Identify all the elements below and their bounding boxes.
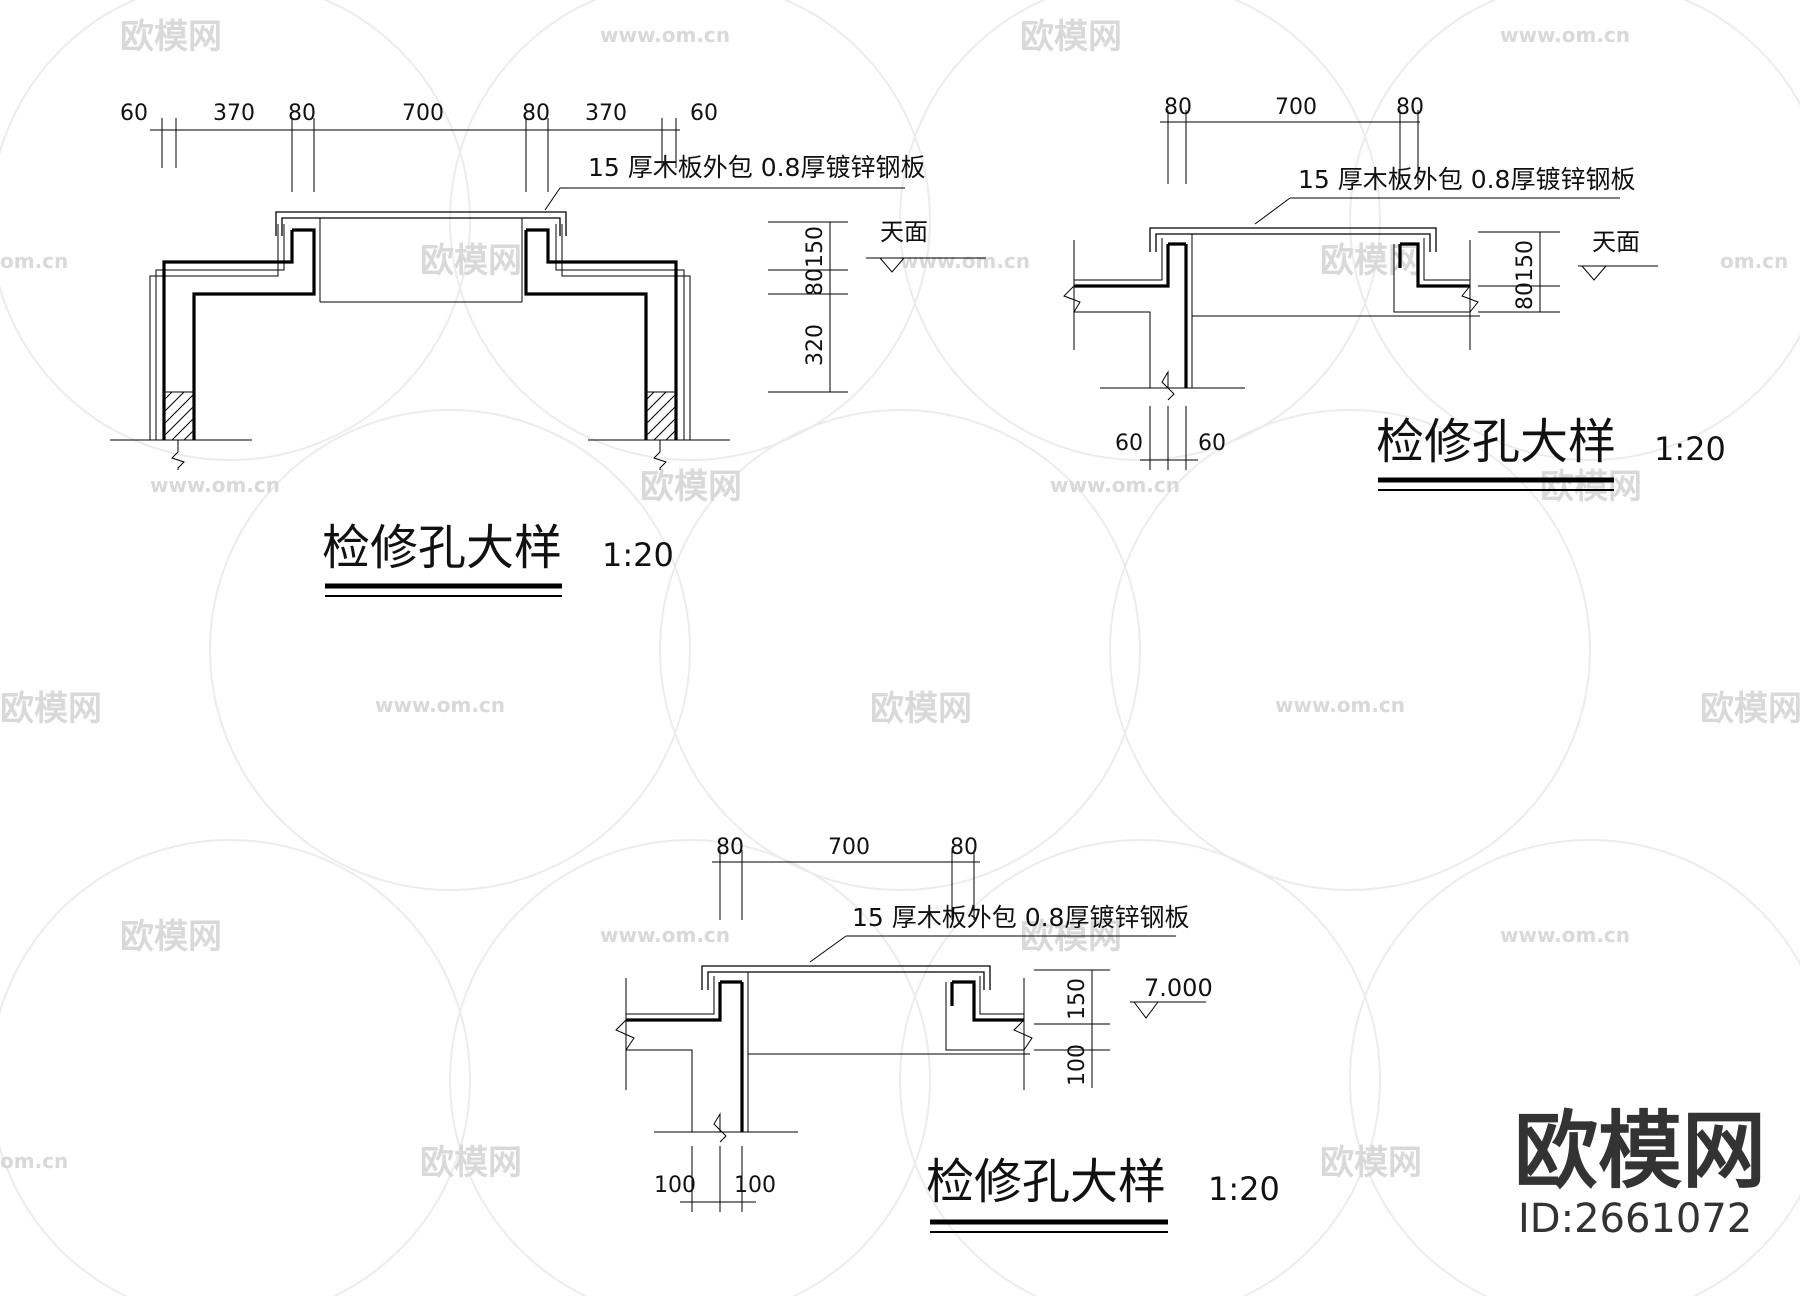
brand-block: 欧模网 ID:2661072 — [1514, 1102, 1766, 1242]
dim-label: 60 — [1198, 431, 1226, 456]
dim-label: 700 — [402, 101, 444, 126]
dim-label: 150 — [1513, 240, 1538, 282]
watermark-brand: 欧模网 — [1540, 467, 1642, 507]
watermark-short: om.cn — [0, 249, 68, 273]
watermark-site: www.om.cn — [600, 23, 730, 47]
dim-label: 150 — [803, 226, 828, 268]
watermark-site: www.om.cn — [375, 693, 505, 717]
detail-2-top-dimensions: 80 700 80 — [1160, 95, 1424, 184]
watermark-brand: 欧模网 — [1020, 917, 1122, 957]
dim-label: 80 — [1164, 95, 1192, 120]
detail-1-title-block: 检修孔大样 1:20 — [322, 520, 674, 597]
watermark-brand: 欧模网 — [420, 1143, 522, 1183]
detail-1-side-dimensions: 150 80 320 — [768, 221, 848, 393]
detail-1-section — [110, 211, 730, 470]
watermark-brand: 欧模网 — [1320, 241, 1422, 281]
dim-label: 100 — [654, 1173, 696, 1198]
watermark-short: om.cn — [0, 1149, 68, 1173]
detail-3-bottom-dimensions: 100 100 — [654, 1146, 776, 1212]
dim-label: 60 — [120, 101, 148, 126]
watermark-site: www.om.cn — [1500, 23, 1630, 47]
dim-label: 80 — [522, 101, 550, 126]
detail-3-note: 15 厚木板外包 0.8厚镀锌钢板 — [809, 903, 1189, 963]
dim-label: 370 — [213, 101, 255, 126]
dim-label: 80 — [288, 101, 316, 126]
watermark-short: om.cn — [1720, 249, 1788, 273]
detail-2-note: 15 厚木板外包 0.8厚镀锌钢板 — [1254, 165, 1635, 225]
detail-title: 检修孔大样 — [1376, 414, 1616, 470]
level-label: 天面 — [880, 218, 928, 246]
detail-scale: 1:20 — [602, 536, 674, 574]
dim-label: 700 — [1275, 95, 1317, 120]
watermark-brand: 欧模网 — [1320, 1143, 1422, 1183]
dim-label: 80 — [716, 835, 744, 860]
watermark-brand: 欧模网 — [120, 917, 222, 957]
dim-label: 60 — [1115, 431, 1143, 456]
detail-3-title-block: 检修孔大样 1:20 — [926, 1154, 1280, 1233]
watermark-site: www.om.cn — [1500, 923, 1630, 947]
dim-label: 80 — [950, 835, 978, 860]
detail-3-level-mark: 7.000 — [1130, 974, 1213, 1019]
watermark-brand: 欧模网 — [120, 17, 222, 57]
detail-title: 检修孔大样 — [926, 1154, 1166, 1210]
watermark-site: www.om.cn — [1050, 473, 1180, 497]
level-label: 天面 — [1592, 228, 1640, 256]
detail-2: 80 700 80 15 厚木板外包 0.8厚镀锌钢板 — [1063, 95, 1726, 491]
detail-2-title-block: 检修孔大样 1:20 — [1376, 414, 1726, 491]
dim-label: 80 — [1396, 95, 1424, 120]
watermark-site: www.om.cn — [150, 473, 280, 497]
dim-label: 100 — [734, 1173, 776, 1198]
detail-3-side-dimensions: 150 100 — [1034, 969, 1110, 1088]
watermark-brand: 欧模网 — [870, 689, 972, 729]
watermark-site: www.om.cn — [600, 923, 730, 947]
dim-label: 370 — [585, 101, 627, 126]
level-label: 7.000 — [1144, 974, 1213, 1002]
dim-label: 60 — [690, 101, 718, 126]
material-note: 15 厚木板外包 0.8厚镀锌钢板 — [1298, 165, 1635, 194]
brand-logo-text: 欧模网 — [1514, 1102, 1766, 1200]
watermark-brand: 欧模网 — [0, 689, 102, 729]
watermark-brand: 欧模网 — [420, 241, 522, 281]
brand-id: ID:2661072 — [1518, 1196, 1752, 1242]
dim-label: 80 — [803, 268, 828, 296]
dim-label: 320 — [803, 324, 828, 366]
detail-scale: 1:20 — [1208, 1170, 1280, 1208]
dim-label: 700 — [828, 835, 870, 860]
detail-2-level-mark: 天面 — [1578, 228, 1658, 281]
detail-1-top-dimensions: 60 370 80 700 80 370 60 — [120, 101, 718, 192]
watermark-brand: 欧模网 — [1020, 17, 1122, 57]
detail-2-section — [1063, 227, 1480, 401]
detail-3-section — [615, 965, 1033, 1143]
watermark-brand: 欧模网 — [640, 467, 742, 507]
detail-3-top-dimensions: 80 700 80 — [712, 835, 980, 920]
detail-title: 检修孔大样 — [322, 520, 562, 576]
detail-2-side-dimensions: 150 80 — [1478, 231, 1560, 313]
watermark-site: www.om.cn — [1275, 693, 1405, 717]
detail-1: 60 370 80 700 80 370 60 15 厚木板外包 0.8厚镀锌钢… — [110, 101, 986, 597]
detail-scale: 1:20 — [1654, 430, 1726, 468]
detail-1-level-mark: 天面 — [866, 218, 986, 273]
dim-label: 100 — [1065, 1044, 1090, 1086]
watermark-site: www.om.cn — [900, 249, 1030, 273]
material-note: 15 厚木板外包 0.8厚镀锌钢板 — [852, 903, 1189, 932]
material-note: 15 厚木板外包 0.8厚镀锌钢板 — [588, 153, 925, 182]
watermark-brand: 欧模网 — [1700, 689, 1800, 729]
detail-3: 80 700 80 15 厚木板外包 0.8厚镀锌钢板 — [615, 835, 1280, 1233]
detail-2-bottom-dimensions: 60 60 — [1115, 406, 1226, 470]
detail-1-note: 15 厚木板外包 0.8厚镀锌钢板 — [544, 153, 925, 211]
dim-label: 150 — [1065, 978, 1090, 1020]
dim-label: 80 — [1513, 282, 1538, 310]
